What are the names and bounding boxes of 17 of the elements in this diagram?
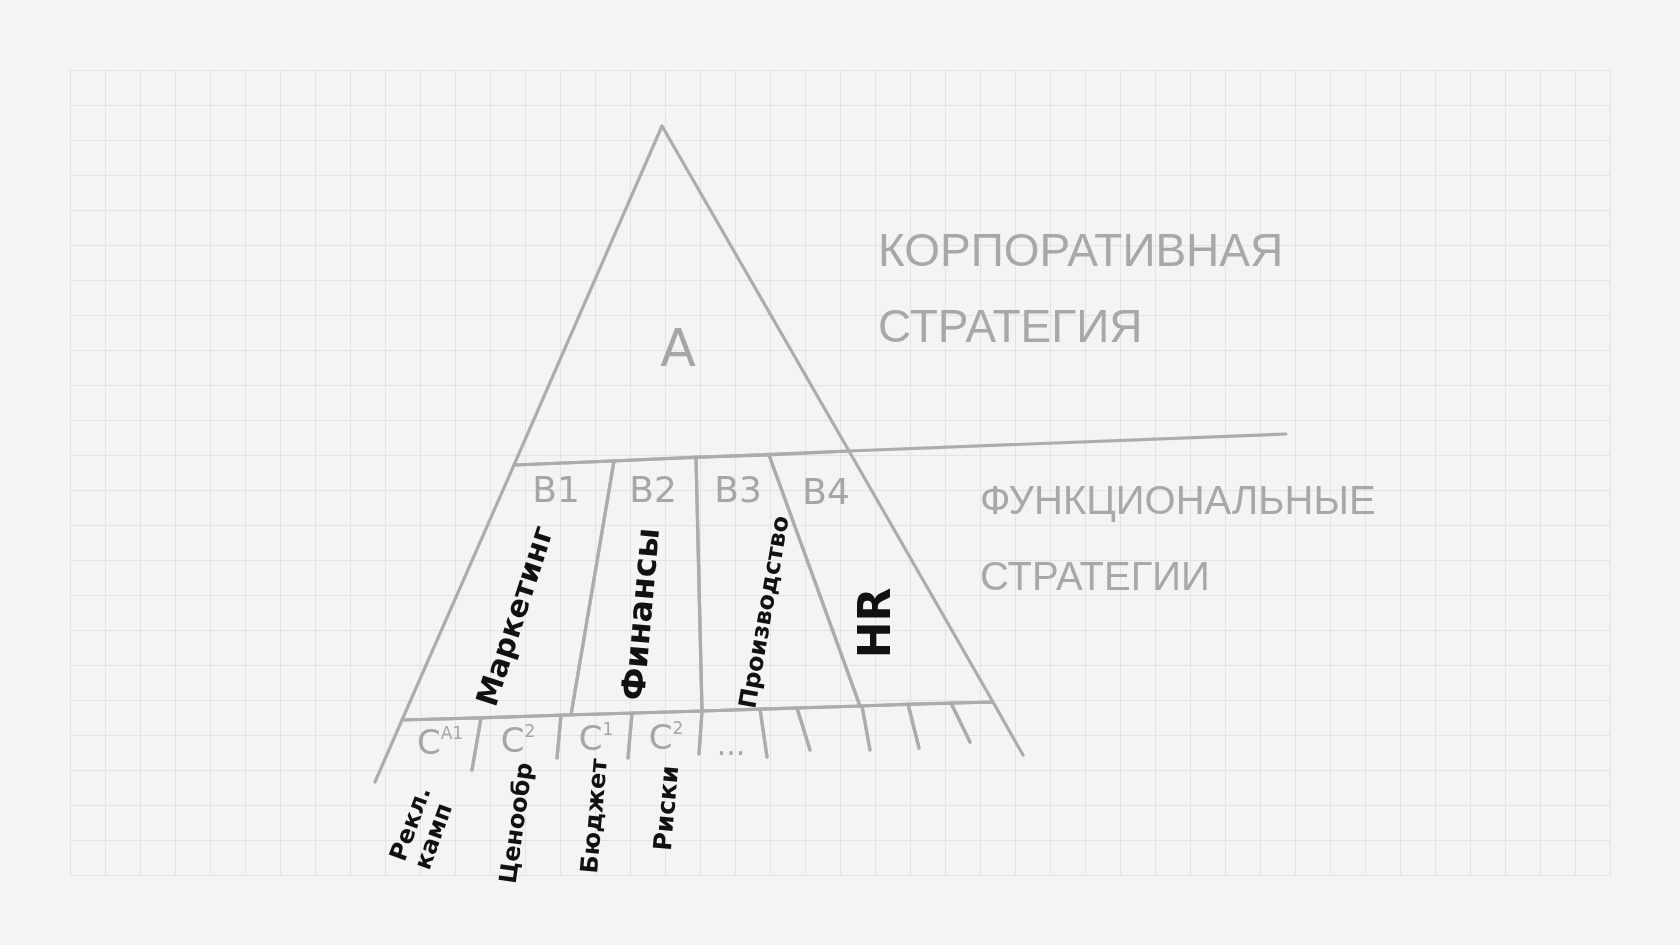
tier-heading: ФУНКЦИОНАЛЬНЫЕ СТРАТЕГИИ bbox=[980, 477, 1376, 600]
cell-title: Бюджет bbox=[577, 757, 611, 875]
cell-code: C$^{2}$ bbox=[648, 720, 684, 754]
level-letter: A bbox=[660, 322, 696, 374]
segment-code: B1 bbox=[532, 472, 580, 508]
segment-title: HR bbox=[853, 587, 897, 659]
cell-code: C$^{A1}$ bbox=[416, 725, 464, 759]
segment-code: B2 bbox=[629, 472, 677, 508]
cell-code: C$^{1}$ bbox=[578, 721, 614, 755]
ellipsis-text: ... bbox=[716, 730, 746, 760]
tier-heading: КОРПОРАТИВНАЯ СТРАТЕГИЯ bbox=[878, 223, 1284, 354]
segment-code: B3 bbox=[714, 472, 762, 508]
cell-title: Ценообр bbox=[495, 760, 537, 886]
segment-code: B4 bbox=[802, 474, 850, 510]
segment-title: Финансы bbox=[616, 526, 664, 702]
cell-title: Риски bbox=[649, 764, 683, 852]
cell-code: C$^{2}$ bbox=[500, 723, 536, 757]
